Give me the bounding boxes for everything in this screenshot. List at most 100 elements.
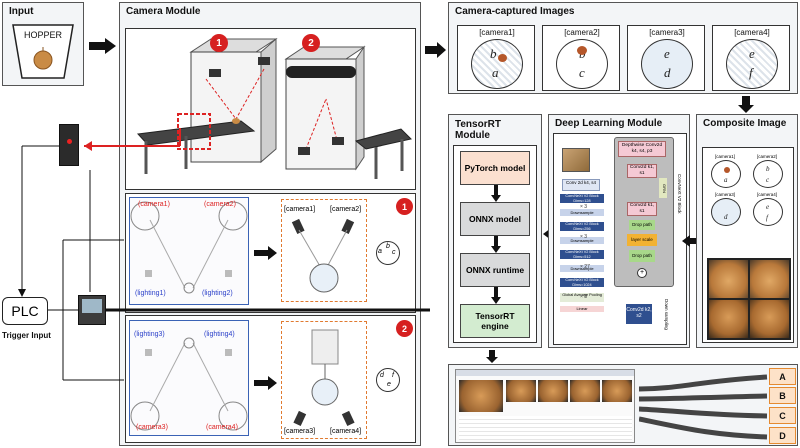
captured-cam2-seed xyxy=(577,46,587,55)
setup2-lighting4-label: (lighting4) xyxy=(204,331,235,338)
arrow-camera-to-captured xyxy=(425,42,446,58)
deep-block-droppath1: Drop path xyxy=(629,220,655,230)
deep-block-layerscale: layer scale xyxy=(627,234,657,246)
deep-pool-label: Global Average Pooling xyxy=(562,293,602,297)
deep-down-side-label: Down sampling xyxy=(664,299,669,330)
composite-c4-label: [camera4] xyxy=(757,192,778,197)
captured-cam4-circle: e f xyxy=(726,39,778,89)
output-c: C xyxy=(769,407,796,424)
deep-stage-5: Downsample xyxy=(560,265,604,272)
output-d-label: D xyxy=(779,430,786,441)
composite-photo-2 xyxy=(750,260,789,298)
setup1-badge-label: 1 xyxy=(401,201,407,212)
deep-stage-3: Downsample xyxy=(560,237,604,244)
deep-block-side-label: ConvNeXt V2 Block xyxy=(677,174,682,214)
output-panel: A B C D xyxy=(448,364,798,446)
setup2-panel: (lighting3) (lighting4) (camera3) (camer… xyxy=(125,315,416,443)
software-toolbar xyxy=(456,370,634,376)
composite-seed-a xyxy=(724,167,730,173)
sorting-chutes xyxy=(639,374,768,440)
setup2-schematic: (lighting3) (lighting4) (camera3) (camer… xyxy=(129,320,249,436)
deep-block-conv2: Conv2d k1, s1 xyxy=(627,202,657,216)
composite-letter-a: a xyxy=(724,176,728,184)
setup2-camera3-label: (camera3) xyxy=(136,424,168,431)
captured-cam3: [camera3] e d xyxy=(627,25,705,91)
hopper: HOPPER xyxy=(12,24,74,79)
captured-cam4-label: [camera4] xyxy=(734,28,770,37)
composite-photo-4 xyxy=(750,300,789,338)
setup1-zoom: [camera1] [camera2] xyxy=(281,199,367,302)
composite-photo-3 xyxy=(709,300,748,338)
setup1-lighting1-label: (lighting1) xyxy=(135,290,166,297)
deep-panel: Deep Learning Module Conv 2d k4, s4 Conv… xyxy=(548,114,690,348)
hopper-label: HOPPER xyxy=(23,30,62,40)
arrow-composite-to-deep xyxy=(682,235,696,247)
setup2-schematic-lines xyxy=(130,337,248,431)
setup2-arrow xyxy=(254,376,277,390)
step-onnx: ONNX model xyxy=(460,202,530,236)
step-onnx-runtime: ONNX runtime xyxy=(460,253,530,287)
setup2-zoom-camera3: [camera3] xyxy=(284,428,316,435)
deep-stage-4: ConvNeXt V2 Block Dims=512 xyxy=(560,250,604,259)
composite-photo-1 xyxy=(709,260,748,298)
deep-stage-6-label: ConvNeXt V2 Block Dims=1024 xyxy=(565,278,599,287)
deep-stage-list: ConvNeXt V2 Block Dims=128 Downsample Co… xyxy=(560,194,604,312)
monitor-device xyxy=(78,295,106,325)
deep-block-droppath2: Drop path xyxy=(629,250,655,262)
captured-cam1-label: [camera1] xyxy=(479,28,515,37)
setup2-zoom-camera4: [camera4] xyxy=(330,428,362,435)
setup1-letter-b: b xyxy=(386,243,390,250)
camera-module-panel: Camera Module 1 2 xyxy=(119,2,421,446)
deep-stage-1-label: Downsample xyxy=(570,210,594,215)
step-onnx-runtime-label: ONNX runtime xyxy=(465,265,525,275)
sensor-photo xyxy=(59,124,79,166)
setup2-object-circle: d e f xyxy=(376,368,400,392)
deep-stage-4-label: ConvNeXt V2 Block Dims=512 xyxy=(565,250,599,259)
setup2-zoom: [camera3] [camera4] xyxy=(281,321,367,439)
input-title: Input xyxy=(9,6,34,17)
captured-cam2-label: [camera2] xyxy=(564,28,600,37)
captured-cam4-letter-f: f xyxy=(749,65,753,80)
deep-stage-0: ConvNeXt V2 Block Dims=128 xyxy=(560,194,604,203)
composite-letter-f: f xyxy=(766,214,768,222)
deep-down: Conv2d k2, s2 xyxy=(626,304,652,324)
captured-cam4-letter-e: e xyxy=(749,46,755,61)
arrow-tensorrt-to-output xyxy=(486,350,498,363)
setup2-letter-d: d xyxy=(380,372,384,379)
setup1-zoom-camera1: [camera1] xyxy=(284,206,316,213)
software-thumb-3 xyxy=(570,380,600,402)
setup1-schematic-lines xyxy=(130,201,248,294)
captured-cam1-letter-a: a xyxy=(492,65,499,80)
setup1-badge: 1 xyxy=(396,198,413,215)
deep-inner: Conv 2d k4, s4 ConvNeXt V2 Block Dims=12… xyxy=(553,133,687,345)
setup1-letter-a: a xyxy=(378,248,382,255)
composite-letter-b: b xyxy=(766,165,770,173)
captured-cam3-circle: e d xyxy=(641,39,693,89)
step-badge-2-label: 2 xyxy=(308,37,314,49)
setup2-letter-e: e xyxy=(387,381,391,388)
setup2-letter-f: f xyxy=(392,372,394,379)
setup1-lighting2-label: (lighting2) xyxy=(202,290,233,297)
deep-linear: Linear xyxy=(560,306,604,312)
setup1-camera1-label: (camera1) xyxy=(138,201,170,208)
deep-stem: Conv 2d k4, s4 xyxy=(562,179,600,191)
tensorrt-flow-arrows xyxy=(491,185,501,304)
output-a-label: A xyxy=(779,371,786,382)
setup1-object-circle: a b c xyxy=(376,241,400,265)
deep-stage-2: ConvNeXt V2 Block Dims=256 xyxy=(560,222,604,231)
step-badge-1-label: 1 xyxy=(216,37,222,49)
composite-letter-d: d xyxy=(724,213,728,221)
deep-block-dwconv: Depthwise Conv2d k4, s4, p3 xyxy=(618,141,666,157)
deep-block-conv1-label: Conv2d k1, s1 xyxy=(629,165,655,176)
composite-c3: [camera3]d xyxy=(711,192,741,226)
input-panel: Input HOPPER xyxy=(2,2,84,86)
deep-stage-5-label: Downsample xyxy=(570,266,594,271)
output-d: D xyxy=(769,427,796,444)
deep-block-grn: GRN xyxy=(659,178,667,198)
deep-stage-1: Downsample xyxy=(560,209,604,216)
captured-cam3-letter-d: d xyxy=(664,65,671,80)
